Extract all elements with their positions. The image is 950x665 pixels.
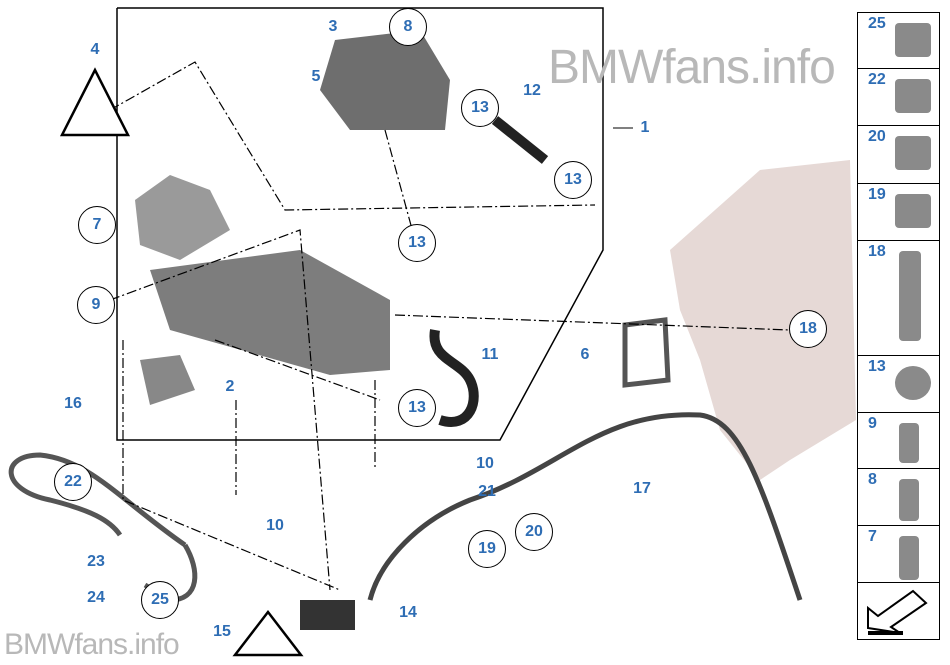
egr-valve <box>320 30 450 130</box>
circled-callout-20[interactable]: 20 <box>515 513 553 551</box>
callout-24[interactable]: 24 <box>87 589 105 606</box>
watermark-top: BMWfans.info <box>548 41 836 94</box>
bolt-icon <box>899 479 919 521</box>
gasket-6 <box>622 317 671 388</box>
egr-flange <box>135 175 230 260</box>
sidebar-part-18[interactable]: 18 <box>857 240 940 356</box>
circled-callout-13[interactable]: 13 <box>554 161 592 199</box>
egr-cooler <box>150 250 390 375</box>
engine-block <box>670 160 856 480</box>
circled-callout-22[interactable]: 22 <box>54 463 92 501</box>
callout-10[interactable]: 10 <box>266 517 284 534</box>
callout-4[interactable]: 4 <box>90 41 100 58</box>
circled-callout-25[interactable]: 25 <box>141 581 179 619</box>
hose-12 <box>491 116 549 164</box>
circled-callout-13[interactable]: 13 <box>398 224 436 262</box>
sidebar-part-number: 13 <box>868 358 886 375</box>
navigate-back-button[interactable] <box>857 582 940 640</box>
callout-5[interactable]: 5 <box>311 68 321 85</box>
pipe-16 <box>8 452 187 548</box>
callout-14[interactable]: 14 <box>399 604 417 621</box>
clip-icon <box>895 79 931 113</box>
sidebar-part-number: 7 <box>868 528 877 545</box>
watermark-bottom: BMWfans.info <box>4 628 180 661</box>
sidebar-part-number: 25 <box>868 15 886 32</box>
sidebar-part-number: 20 <box>868 128 886 145</box>
sidebar-part-8[interactable]: 8 <box>857 468 940 526</box>
vacuum-unit <box>140 355 195 405</box>
clip-icon <box>895 23 931 57</box>
hose-11 <box>429 329 479 427</box>
sidebar-part-20[interactable]: 20 <box>857 125 940 184</box>
sidebar-part-7[interactable]: 7 <box>857 525 940 583</box>
pressure-sensor <box>300 600 355 630</box>
sidebar-part-number: 19 <box>868 186 886 203</box>
sidebar-part-13[interactable]: 13 <box>857 355 940 413</box>
callout-16[interactable]: 16 <box>64 395 82 412</box>
warning-triangle-icon <box>59 67 304 657</box>
callout-3[interactable]: 3 <box>328 18 338 35</box>
callout-1[interactable]: 1 <box>640 119 650 136</box>
sidebar-part-number: 22 <box>868 71 886 88</box>
bolt-icon <box>899 423 919 463</box>
clip-icon <box>895 194 931 228</box>
sidebar-part-22[interactable]: 22 <box>857 68 940 126</box>
sidebar-part-19[interactable]: 19 <box>857 183 940 241</box>
callout-21[interactable]: 21 <box>478 483 496 500</box>
circled-callout-18[interactable]: 18 <box>789 310 827 348</box>
circled-callout-13[interactable]: 13 <box>398 389 436 427</box>
callout-23[interactable]: 23 <box>87 553 105 570</box>
circled-callout-7[interactable]: 7 <box>78 206 116 244</box>
pipe-17 <box>367 412 803 601</box>
callout-10[interactable]: 10 <box>476 455 494 472</box>
sidebar-part-number: 18 <box>868 243 886 260</box>
circled-callout-9[interactable]: 9 <box>77 286 115 324</box>
callout-2[interactable]: 2 <box>225 378 235 395</box>
sidebar-part-number: 8 <box>868 471 877 488</box>
callout-15[interactable]: 15 <box>213 623 231 640</box>
sidebar-part-25[interactable]: 25 <box>857 12 940 69</box>
bolt-icon <box>899 251 921 341</box>
arrow-down-left-icon <box>867 589 928 635</box>
group-frame <box>116 7 604 441</box>
sidebar-part-9[interactable]: 9 <box>857 412 940 469</box>
circled-callout-19[interactable]: 19 <box>468 530 506 568</box>
clip-icon <box>895 136 931 170</box>
bolt-icon <box>899 536 919 580</box>
callout-12[interactable]: 12 <box>523 82 541 99</box>
callout-6[interactable]: 6 <box>580 346 590 363</box>
hose-clamp-icon <box>895 366 931 400</box>
sidebar-part-number: 9 <box>868 415 877 432</box>
circled-callout-8[interactable]: 8 <box>389 8 427 46</box>
circled-callout-13[interactable]: 13 <box>461 89 499 127</box>
callout-17[interactable]: 17 <box>633 480 651 497</box>
callout-11[interactable]: 11 <box>481 346 499 363</box>
